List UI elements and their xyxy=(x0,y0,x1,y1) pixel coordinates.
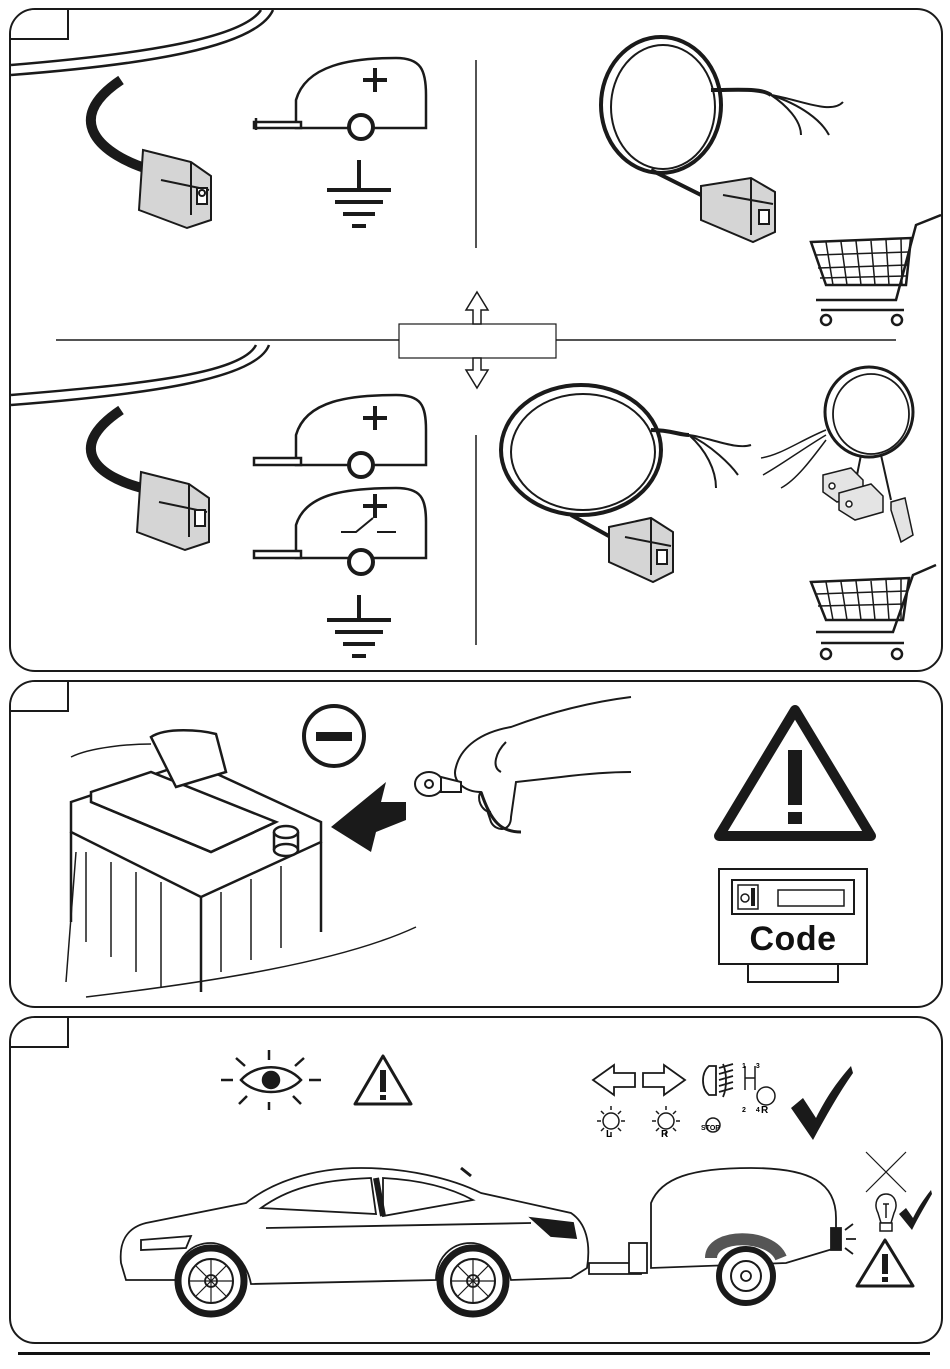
step-panel-2: Code xyxy=(9,680,943,1008)
stop-lamp-label: STOP xyxy=(701,1125,720,1132)
warning-triangle-icon xyxy=(719,710,871,836)
caution-triangle-icon xyxy=(355,1056,411,1104)
caution-triangle-icon-2 xyxy=(857,1240,913,1286)
gear-bottom-label: 2 4 xyxy=(742,1107,764,1114)
step-panel-3: L R STOP R 1 3 2 4 xyxy=(9,1016,943,1344)
shopping-cart-icon-bottom xyxy=(811,565,936,659)
gear-top-label: 1 3 xyxy=(742,1063,764,1070)
function-check-illustration xyxy=(11,1018,941,1342)
shopping-cart-icon-top xyxy=(811,215,941,325)
approved-checkmark-icon xyxy=(791,1066,853,1140)
reverse-gear-icon xyxy=(745,1066,775,1105)
step-panel-1 xyxy=(9,8,943,672)
fog-light-icon xyxy=(703,1064,733,1097)
trailer-power-icon-2 xyxy=(254,395,426,477)
car-with-trailer-illustration xyxy=(121,1168,589,1314)
radio-code-icon: Code xyxy=(718,868,868,983)
page-bottom-rule xyxy=(18,1352,930,1355)
ground-symbol-icon-2 xyxy=(327,595,391,656)
vehicle-harness-bottom xyxy=(11,345,269,490)
hand-holding-terminal xyxy=(415,697,631,832)
no-bulb-cross-icon xyxy=(866,1152,906,1192)
code-label: Code xyxy=(718,920,868,959)
visual-check-eye-icon xyxy=(221,1050,321,1110)
turn-indicator-right-icon xyxy=(643,1065,685,1095)
wiring-options-illustration xyxy=(11,10,941,670)
trailer-switched-power-icon xyxy=(254,488,426,574)
connector-plug-top xyxy=(139,150,211,228)
trailer-power-icon xyxy=(254,58,426,139)
adapter-connectors xyxy=(823,468,913,542)
ground-symbol-icon xyxy=(327,160,391,226)
trailer-illustration xyxy=(589,1168,856,1303)
cable-coil-bottom xyxy=(501,385,751,540)
bulb-icon xyxy=(876,1194,896,1231)
disconnect-arrow-icon xyxy=(331,782,406,852)
connector-plug-bottom-right xyxy=(609,518,673,582)
connector-plug-bottom xyxy=(137,472,209,550)
cable-coil-top xyxy=(601,37,843,200)
left-lamp-label: L xyxy=(606,1129,612,1140)
connector-plug-top-right xyxy=(701,178,775,242)
vehicle-harness-top xyxy=(11,10,273,170)
negative-terminal-icon xyxy=(304,706,364,766)
small-checkmark-icon xyxy=(899,1190,932,1230)
car-battery-icon xyxy=(71,730,321,992)
turn-indicator-left-icon xyxy=(593,1065,635,1095)
right-lamp-label: R xyxy=(661,1129,668,1140)
